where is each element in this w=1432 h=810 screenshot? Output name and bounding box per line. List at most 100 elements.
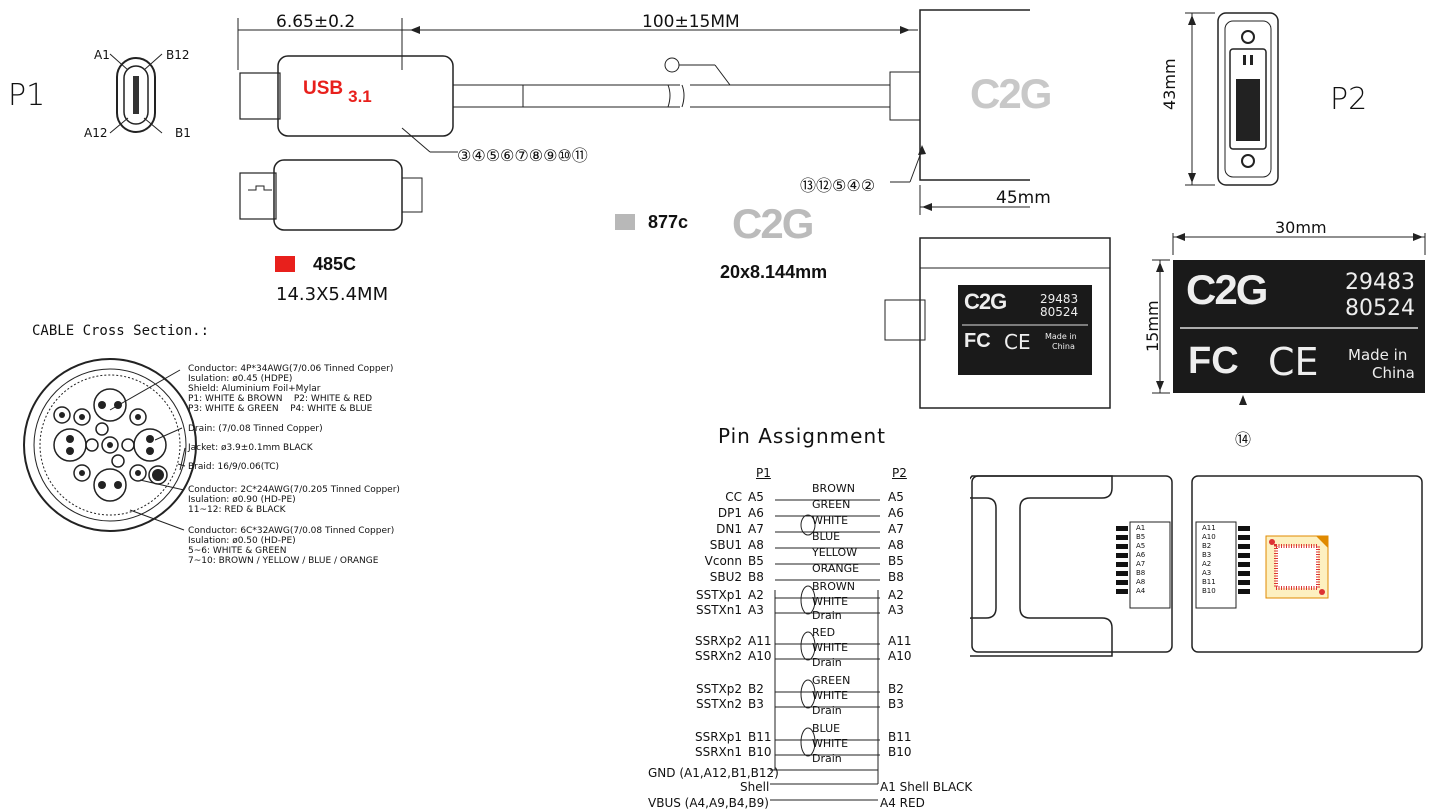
small-label-brand: C2G [964,289,1007,314]
twisted-pair-marker [800,514,816,536]
pin-p2: A8 [888,538,904,552]
p1-pin-b12: B12 [166,48,190,62]
pin-p1: B8 [748,570,764,584]
dock-bottom-view [884,237,1111,409]
pin-p2: B8 [888,570,904,584]
pin-wire-color: BLUE [812,722,841,735]
pin-wire-color: WHITE [812,514,849,527]
pin-wire-color: Drain [812,752,842,765]
cross-section-leaders [109,369,186,531]
large-label-made1: Made in [1348,346,1408,364]
pin-header-p1: P1 [756,466,771,480]
cable-length-dim: 100±15MM [642,12,740,32]
pin-header-p2: P2 [892,466,907,480]
pin-signal-name: SSRXp2 [694,634,742,648]
pin-p1: A11 [748,634,772,648]
pin-p2: A7 [888,522,904,536]
label-part-callout: ⑭ [1235,430,1252,449]
cs-note-braid: Braid: 16/9/0.06(TC) [188,462,280,472]
small-label-fc: FC [964,330,991,352]
pin-signal-name: SSTXn2 [695,697,742,711]
pcb-pin-label: A1 [1136,524,1146,532]
pin-wire-color: BLUE [812,530,841,543]
pcb-pin-label: A4 [1136,587,1146,595]
twisted-pair-marker [800,679,816,709]
pin-wire-color: YELLOW [812,546,858,559]
pin-wire-color: ORANGE [812,562,860,575]
small-label-num2: 80524 [1040,305,1079,319]
dock-c2g-logo: C2G [970,70,1052,117]
shell-label: Shell [740,780,770,794]
gray-swatch [615,214,635,230]
pin-p1: A2 [748,588,764,602]
cs-note-jacket: Jacket: ø3.9±0.1mm BLACK [188,443,313,453]
cable-assembly-drawing [237,9,1030,231]
p1-label: P1 [8,78,46,113]
pin-p2: A2 [888,588,904,602]
usb-c-face-icon [109,53,163,134]
pin-wire-color: WHITE [812,737,849,750]
pin-wire-color: GREEN [812,498,851,511]
red-color-name: 485C [313,254,357,274]
small-label-num1: 29483 [1040,292,1079,306]
pin-signal-name: SBU1 [709,538,742,552]
pin-p1: A7 [748,522,764,536]
pcb-pin-label: A2 [1202,560,1212,568]
pin-p1: B5 [748,554,764,568]
dock-width-dim: 45mm [996,188,1051,208]
pcb-pin-label: B8 [1136,569,1146,577]
pin-p1: B2 [748,682,764,696]
small-label-ce: CE [1004,330,1031,354]
pcb-pin-label: B3 [1202,551,1212,559]
cs-note-drain: Drain: (7/0.08 Tinned Copper) [188,424,323,434]
pin-p1: A8 [748,538,764,552]
pcb-pin-label: B5 [1136,533,1146,541]
pcb-outline-drawing [970,475,1423,657]
logo-size: 20x8.144mm [720,262,828,282]
gnd-end-label: A1 Shell BLACK [880,780,973,794]
pin-wire-color: GREEN [812,674,851,687]
large-label-fc: FC [1188,340,1239,382]
pin-signal-name: SSTXp2 [695,682,742,696]
p1-pin-a12: A12 [84,126,108,140]
pin-wire-color: Drain [812,609,842,622]
dvi-height-dim: 43mm [1160,58,1179,110]
pin-p1: B10 [748,745,772,759]
pin-p2: A11 [888,634,912,648]
pcb-pin-label: B10 [1202,587,1216,595]
large-label-brand: C2G [1186,266,1268,313]
pin-signal-name: SBU2 [709,570,742,584]
pin-signal-name: SSRXp1 [694,730,742,744]
pin-p1: B3 [748,697,764,711]
pin-signal-name: SSTXn1 [695,603,742,617]
pin-p2: B3 [888,697,904,711]
pcb-pin-label: A8 [1136,578,1146,586]
twisted-pair-marker [800,727,816,757]
pin-p1: A6 [748,506,764,520]
pcb-pin-label: B11 [1202,578,1216,586]
pin-wire-color: WHITE [812,641,849,654]
pin-signal-name: DP1 [717,506,742,520]
red-swatch [275,256,295,272]
pin-wire-color: Drain [812,704,842,717]
label-width-dim: 30mm [1275,218,1327,237]
gnd-label: GND (A1,A12,B1,B12) [648,766,779,780]
pin-p2: A6 [888,506,904,520]
dvi-face-icon [1185,12,1279,186]
pin-signal-name: SSRXn1 [694,745,742,759]
plug-part-callouts: ③④⑤⑥⑦⑧⑨⑩⑪ [457,146,588,165]
pin-wire-color: BROWN [812,580,855,593]
pin-p2: B11 [888,730,912,744]
pin-signal-name: CC [725,490,742,504]
label-height-dim: 15mm [1143,300,1162,352]
large-label-num2: 80524 [1345,296,1415,321]
pin-p1: A3 [748,603,764,617]
pcb-pin-label: A3 [1202,569,1212,577]
gray-color-name: 877c [648,212,689,232]
p1-pin-b1: B1 [175,126,191,140]
pin-wire-color: Drain [812,656,842,669]
pin-signal-name: SSTXp1 [695,588,742,602]
plug-length-dim: 6.65±0.2 [276,12,356,32]
pin-signal-name: Vconn [704,554,742,568]
